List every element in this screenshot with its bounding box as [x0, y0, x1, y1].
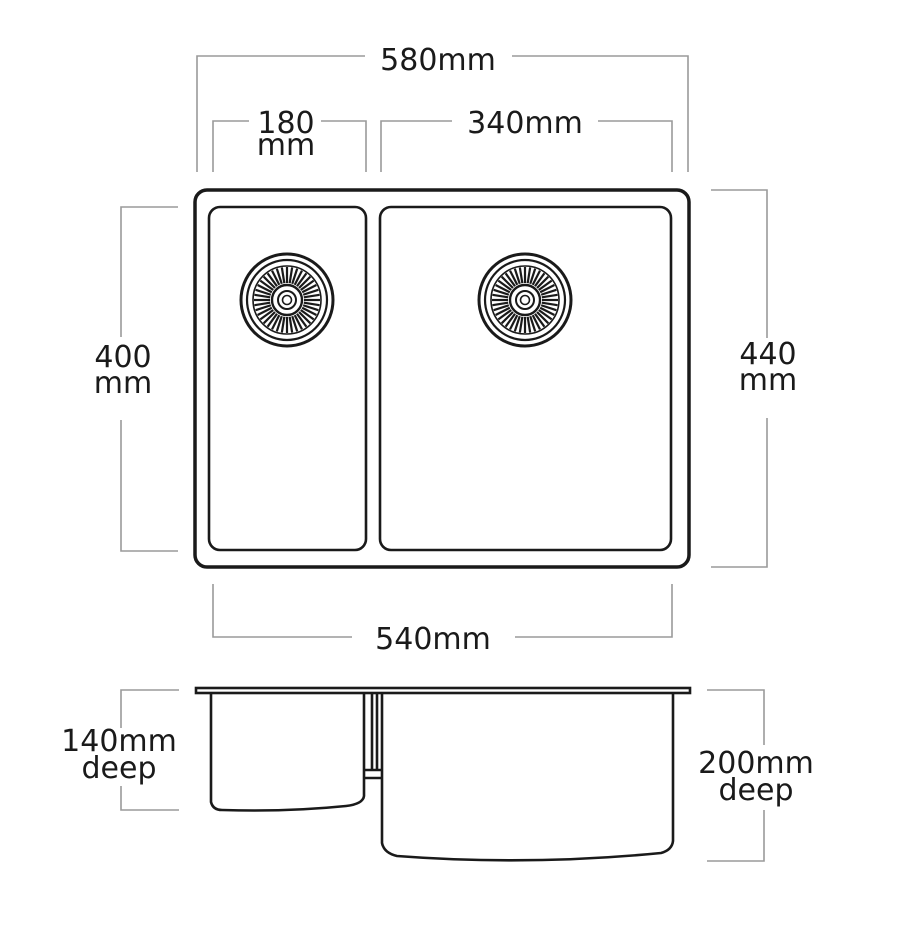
label-overall-length-unit: mm — [739, 363, 797, 398]
large-bowl-profile — [380, 693, 675, 862]
sink-top-flange — [194, 686, 692, 695]
label-small-bowl-width-unit: mm — [257, 128, 315, 163]
label-small-depth-unit: deep — [82, 751, 157, 786]
label-bowl-length-value: 400 — [94, 340, 151, 375]
dim-overall-width — [196, 55, 689, 172]
label-inner-width: 540mm — [375, 622, 491, 657]
dim-small-depth — [120, 689, 179, 811]
sink-plan-view — [193, 188, 691, 569]
dim-bowl-length — [120, 206, 178, 552]
large-bowl — [378, 205, 673, 552]
dim-large-bowl-width — [380, 120, 673, 172]
label-large-bowl-width: 340mm — [467, 106, 583, 141]
label-small-depth-value: 140mm — [61, 724, 177, 759]
dim-small-bowl-width — [212, 120, 367, 172]
drain-strainer-icon — [477, 252, 573, 348]
label-large-depth-value: 200mm — [698, 746, 814, 781]
label-overall-length-value: 440 — [739, 337, 796, 372]
label-overall-width: 580mm — [380, 43, 496, 78]
dim-overall-length — [711, 189, 768, 568]
dim-large-depth — [707, 689, 765, 862]
sink-side-view — [194, 686, 692, 862]
drain-strainer-icon — [239, 252, 335, 348]
label-small-bowl-width-value: 180 — [257, 106, 314, 141]
bowl-connector — [364, 768, 382, 780]
bowl-divider-wall — [370, 693, 379, 770]
sink-rim — [193, 188, 691, 569]
label-bowl-length-unit: mm — [94, 366, 152, 401]
small-bowl — [207, 205, 368, 552]
small-bowl-profile — [209, 693, 366, 812]
dim-inner-width — [212, 584, 673, 638]
label-large-depth-unit: deep — [719, 773, 794, 808]
